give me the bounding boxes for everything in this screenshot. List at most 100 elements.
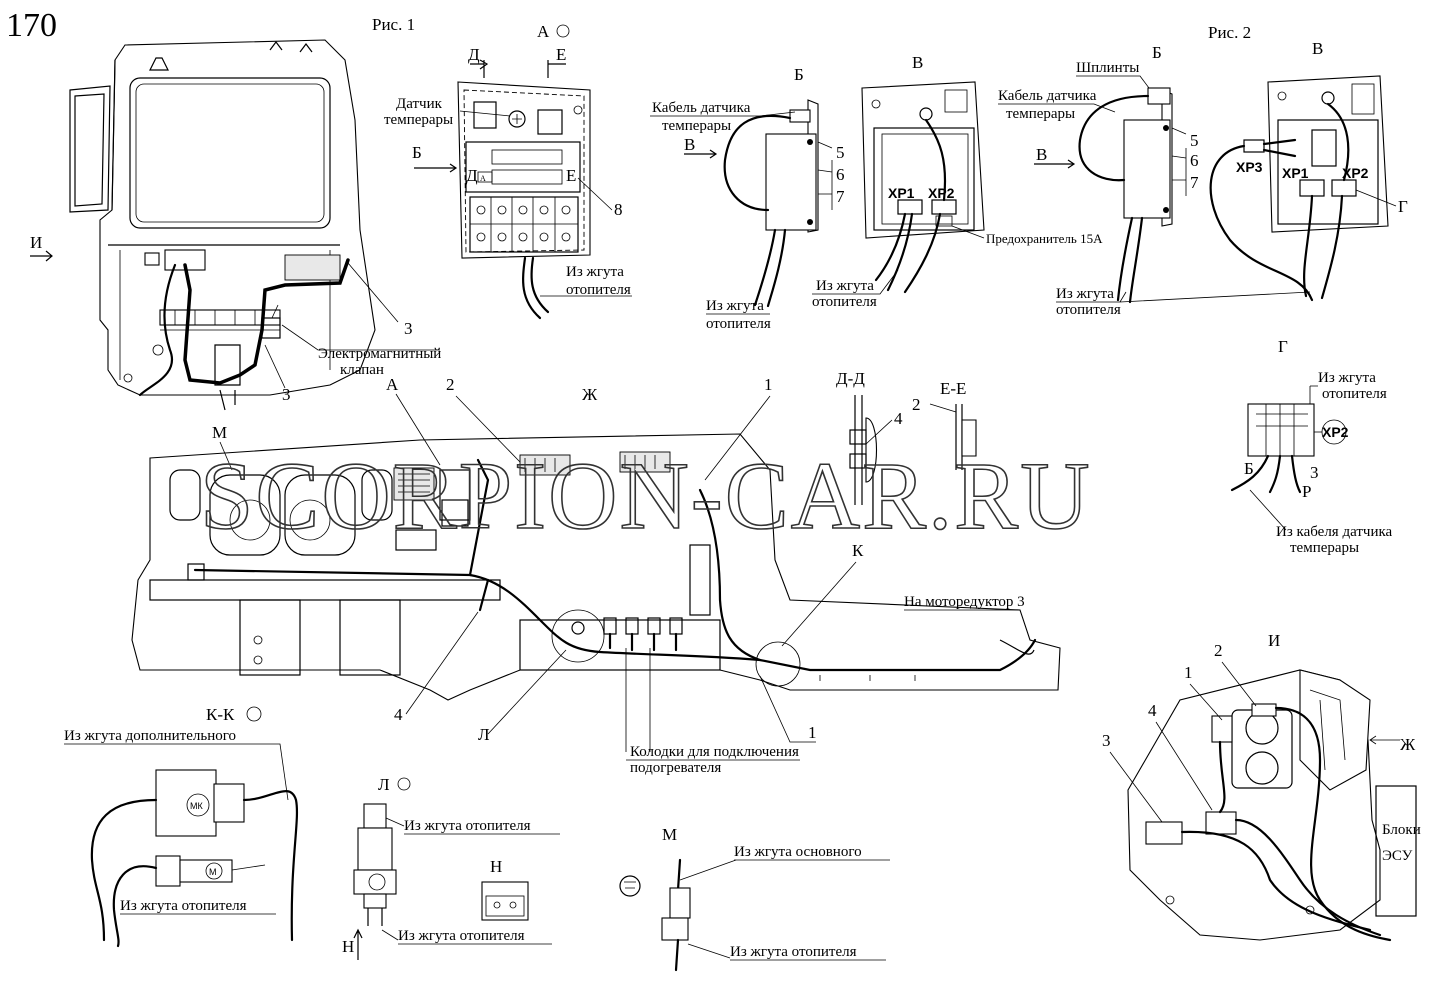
view-n-detail: Н [481, 857, 529, 921]
callout-4-i: 4 [1148, 701, 1157, 720]
label-fig1-from-harness-2: отопителя [566, 282, 631, 298]
view-kk-detail: К-К Из жгута дополнительного МК М Из жгу… [64, 705, 299, 948]
xp1-label-v: XP1 [888, 185, 915, 201]
label-fuse-15a: Предохранитель 15А [986, 231, 1103, 246]
view-l-detail: Л Из жгута отопителя Н Из жгута отопител… [342, 775, 560, 960]
section-ee-title: Е-Е [940, 379, 966, 398]
label-from-main-harness: Из жгута основного [734, 844, 862, 860]
section-e-panel: Е [566, 166, 576, 185]
view-a-circle-marker [556, 24, 570, 38]
callout-2-dash: 2 [446, 375, 455, 394]
view-i-label: И [30, 233, 42, 252]
fig1-view-b: Б Кабель датчика темпеpаpы В 5 6 7 Из жг… [650, 65, 845, 332]
m-connector-label: М [209, 867, 217, 877]
callout-1-dash-top: 1 [764, 375, 773, 394]
wire-3-label: 3 [1310, 463, 1319, 482]
label-v-from-harness-2: отопителя [812, 294, 877, 310]
xp2-label-fig2: XP2 [1342, 165, 1369, 181]
label-temp-sensor-2: темпеpаpы [384, 112, 453, 128]
view-a-callout: А [386, 375, 399, 394]
callout-3-i: 3 [1102, 731, 1111, 750]
view-b-title: Б [794, 65, 804, 84]
xp3-label: XP3 [1236, 159, 1263, 175]
section-ee: Е-Е 2 [912, 379, 977, 470]
fig2-view-v: В XP3 XP1 XP2 Г Из жгута отопителя [1056, 39, 1408, 318]
callout-6-fig2: 6 [1190, 151, 1199, 170]
view-m-callout: М [212, 423, 227, 442]
view-g-title: Г [1278, 337, 1288, 356]
label-g-from-harness-1: Из жгута [1318, 370, 1376, 386]
view-i-title: И [1268, 631, 1280, 650]
view-m-title: М [662, 825, 677, 844]
callout-7-b: 7 [836, 187, 845, 206]
callout-5-fig2: 5 [1190, 131, 1199, 150]
label-electromagnetic-valve-1: Электромагнитный [318, 346, 441, 362]
label-fig2-sensor-cable-1: Кабель датчика [998, 88, 1097, 104]
view-n-title: Н [490, 857, 502, 876]
wire-p-label: Р [1302, 482, 1311, 501]
view-zh-title: Ж [582, 385, 598, 404]
page-number: 170 [6, 7, 57, 44]
callout-4-dd: 4 [894, 409, 903, 428]
callout-3-lower: 3 [282, 385, 291, 404]
view-kk-title: К-К [206, 705, 235, 724]
callout-1-i: 1 [1184, 663, 1193, 682]
label-l-from-harness-top: Из жгута отопителя [404, 818, 531, 834]
view-m-detail: М Из жгута основного Из жгута отопителя [619, 825, 890, 972]
fig2-view-b: Рис. 2 Б Шплинты Кабель датчика темпеpаp… [998, 23, 1251, 304]
watermark: SCORPION-CAR.RU [200, 442, 1092, 549]
label-kk-from-heater-harness: Из жгута отопителя [120, 898, 247, 914]
label-fig2-from-harness-2: отопителя [1056, 302, 1121, 318]
callout-1-dash-bottom: 1 [808, 723, 817, 742]
section-d-panel: Д [466, 166, 478, 185]
cab-view: И 3 3 Электромагнитный клапан [30, 39, 441, 411]
label-from-additional-harness: Из жгута дополнительного [64, 728, 236, 744]
xp2-label-g: XP2 [1322, 424, 1349, 440]
callout-7-fig2: 7 [1190, 173, 1199, 192]
fig2-view-v-title: В [1312, 39, 1323, 58]
label-electromagnetic-valve-2: клапан [340, 362, 384, 378]
view-zh-arrow-label: Ж [1400, 735, 1416, 754]
view-b-arrow-label: Б [412, 143, 422, 162]
mk-connector-label: МК [190, 801, 203, 811]
section-e-label: Е [556, 45, 566, 64]
fig2-title: Рис. 2 [1208, 23, 1251, 42]
callout-2-ee: 2 [912, 395, 921, 414]
label-from-sensor-cable-1: Из кабеля датчика [1276, 524, 1393, 540]
label-v-from-harness-1: Из жгута [816, 278, 874, 294]
label-temp-sensor-1: Датчик [396, 96, 443, 112]
dashboard-view-zh: Ж М [131, 375, 1061, 776]
label-to-motor-reducer: На моторедуктор 3 [904, 594, 1025, 610]
view-g-detail: Г Из жгута отопителя XP2 Б 3 Р Из кабеля… [1230, 337, 1393, 556]
callout-3-upper: 3 [404, 319, 413, 338]
label-fig2-from-harness-1: Из жгута [1056, 286, 1114, 302]
view-a-circle: А [537, 22, 550, 41]
label-m-from-heater-harness: Из жгута отопителя [730, 944, 857, 960]
label-heater-blocks-2: подогревателя [630, 760, 721, 776]
label-from-sensor-cable-2: темпеpаpы [1290, 540, 1359, 556]
view-g-callout: Г [1398, 197, 1408, 216]
fig1-control-panel: Рис. 1 А Д Е A Датчик темпеpаpы Б Д Е [372, 15, 632, 320]
view-v-arrow-label: В [684, 135, 695, 154]
view-l-title: Л [378, 775, 390, 794]
label-l-from-harness-bottom: Из жгута отопителя [398, 928, 525, 944]
label-fig1-from-harness-1: Из жгута [566, 264, 624, 280]
fig2-view-b-title: Б [1152, 43, 1162, 62]
callout-5-b: 5 [836, 143, 845, 162]
label-fig2-sensor-cable-2: темпеpаpы [1006, 106, 1075, 122]
label-esu-blocks-1: Блоки [1382, 822, 1421, 838]
callout-8: 8 [614, 200, 623, 219]
label-b-from-harness-1: Из жгута [706, 298, 764, 314]
section-d-label: Д [468, 45, 480, 64]
section-dd: Д-Д 4 [836, 369, 903, 505]
label-b-sensor-cable-1: Кабель датчика [652, 100, 751, 116]
section-dd-title: Д-Д [836, 369, 865, 388]
view-l-callout: Л [478, 725, 490, 744]
label-g-from-harness-2: отопителя [1322, 386, 1387, 402]
view-k-callout: К [852, 541, 864, 560]
callout-2-i: 2 [1214, 641, 1223, 660]
fig1-title: Рис. 1 [372, 15, 415, 34]
view-n-arrow-label: Н [342, 937, 354, 956]
fig2-view-v-arrow: В [1036, 145, 1047, 164]
